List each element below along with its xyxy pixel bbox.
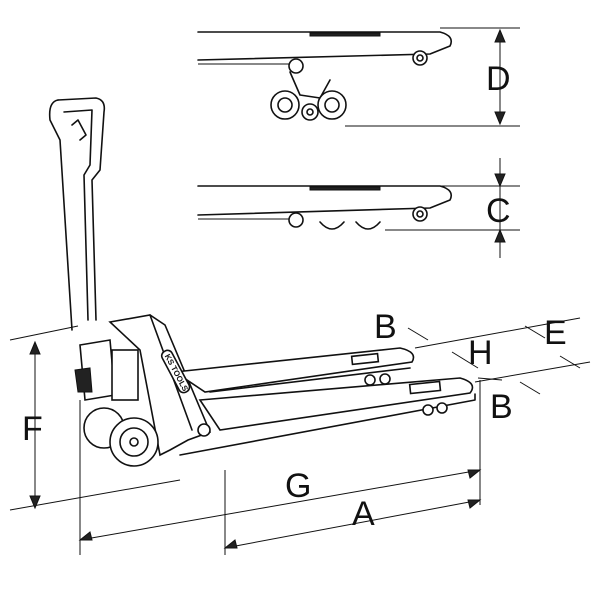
dimension-label-c: C [486,192,511,230]
dimension-label-b-bottom: B [490,388,513,426]
pallet-truck-body: KS TOOLS [48,97,476,467]
dimension-label-d: D [486,60,511,98]
dimension-label-h: H [468,334,493,372]
dimension-label-g: G [285,467,311,505]
dimension-label-f: F [22,410,43,448]
dimension-label-e: E [544,314,567,352]
fork-side-view-lowered [197,158,520,258]
dimension-lines [9,317,591,555]
dimension-label-b-top: B [374,308,397,346]
fork-side-view-raised [197,27,520,127]
dimension-label-a: A [352,495,375,533]
